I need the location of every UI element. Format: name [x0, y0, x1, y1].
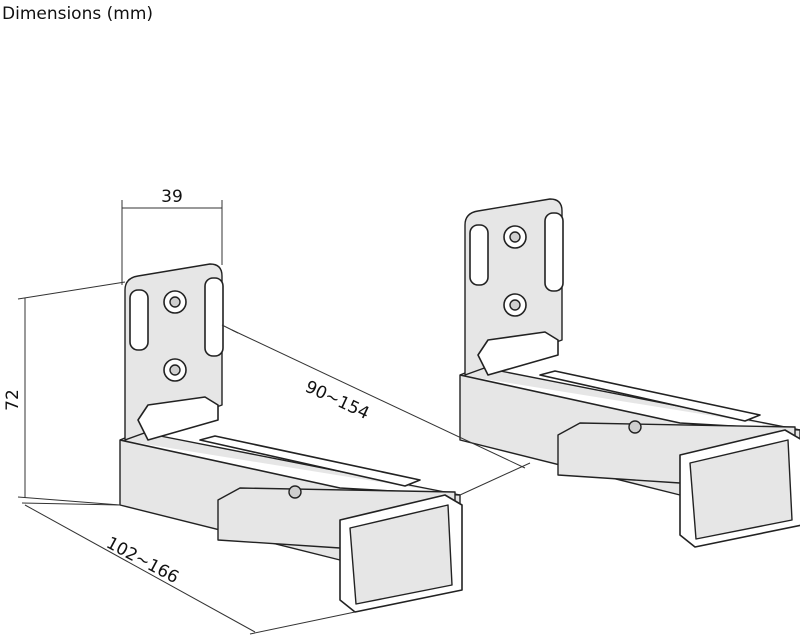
width-label: 39 — [161, 187, 183, 207]
height-label: 72 — [3, 389, 23, 411]
total-label: 102~166 — [103, 533, 182, 588]
dimension-height: 72 — [3, 281, 126, 506]
right-bracket — [459, 198, 800, 548]
depth-label: 90~154 — [302, 377, 372, 424]
left-bracket — [119, 263, 463, 613]
diagram-title: Dimensions (mm) — [2, 4, 154, 24]
dimension-width: 39 — [121, 187, 223, 285]
